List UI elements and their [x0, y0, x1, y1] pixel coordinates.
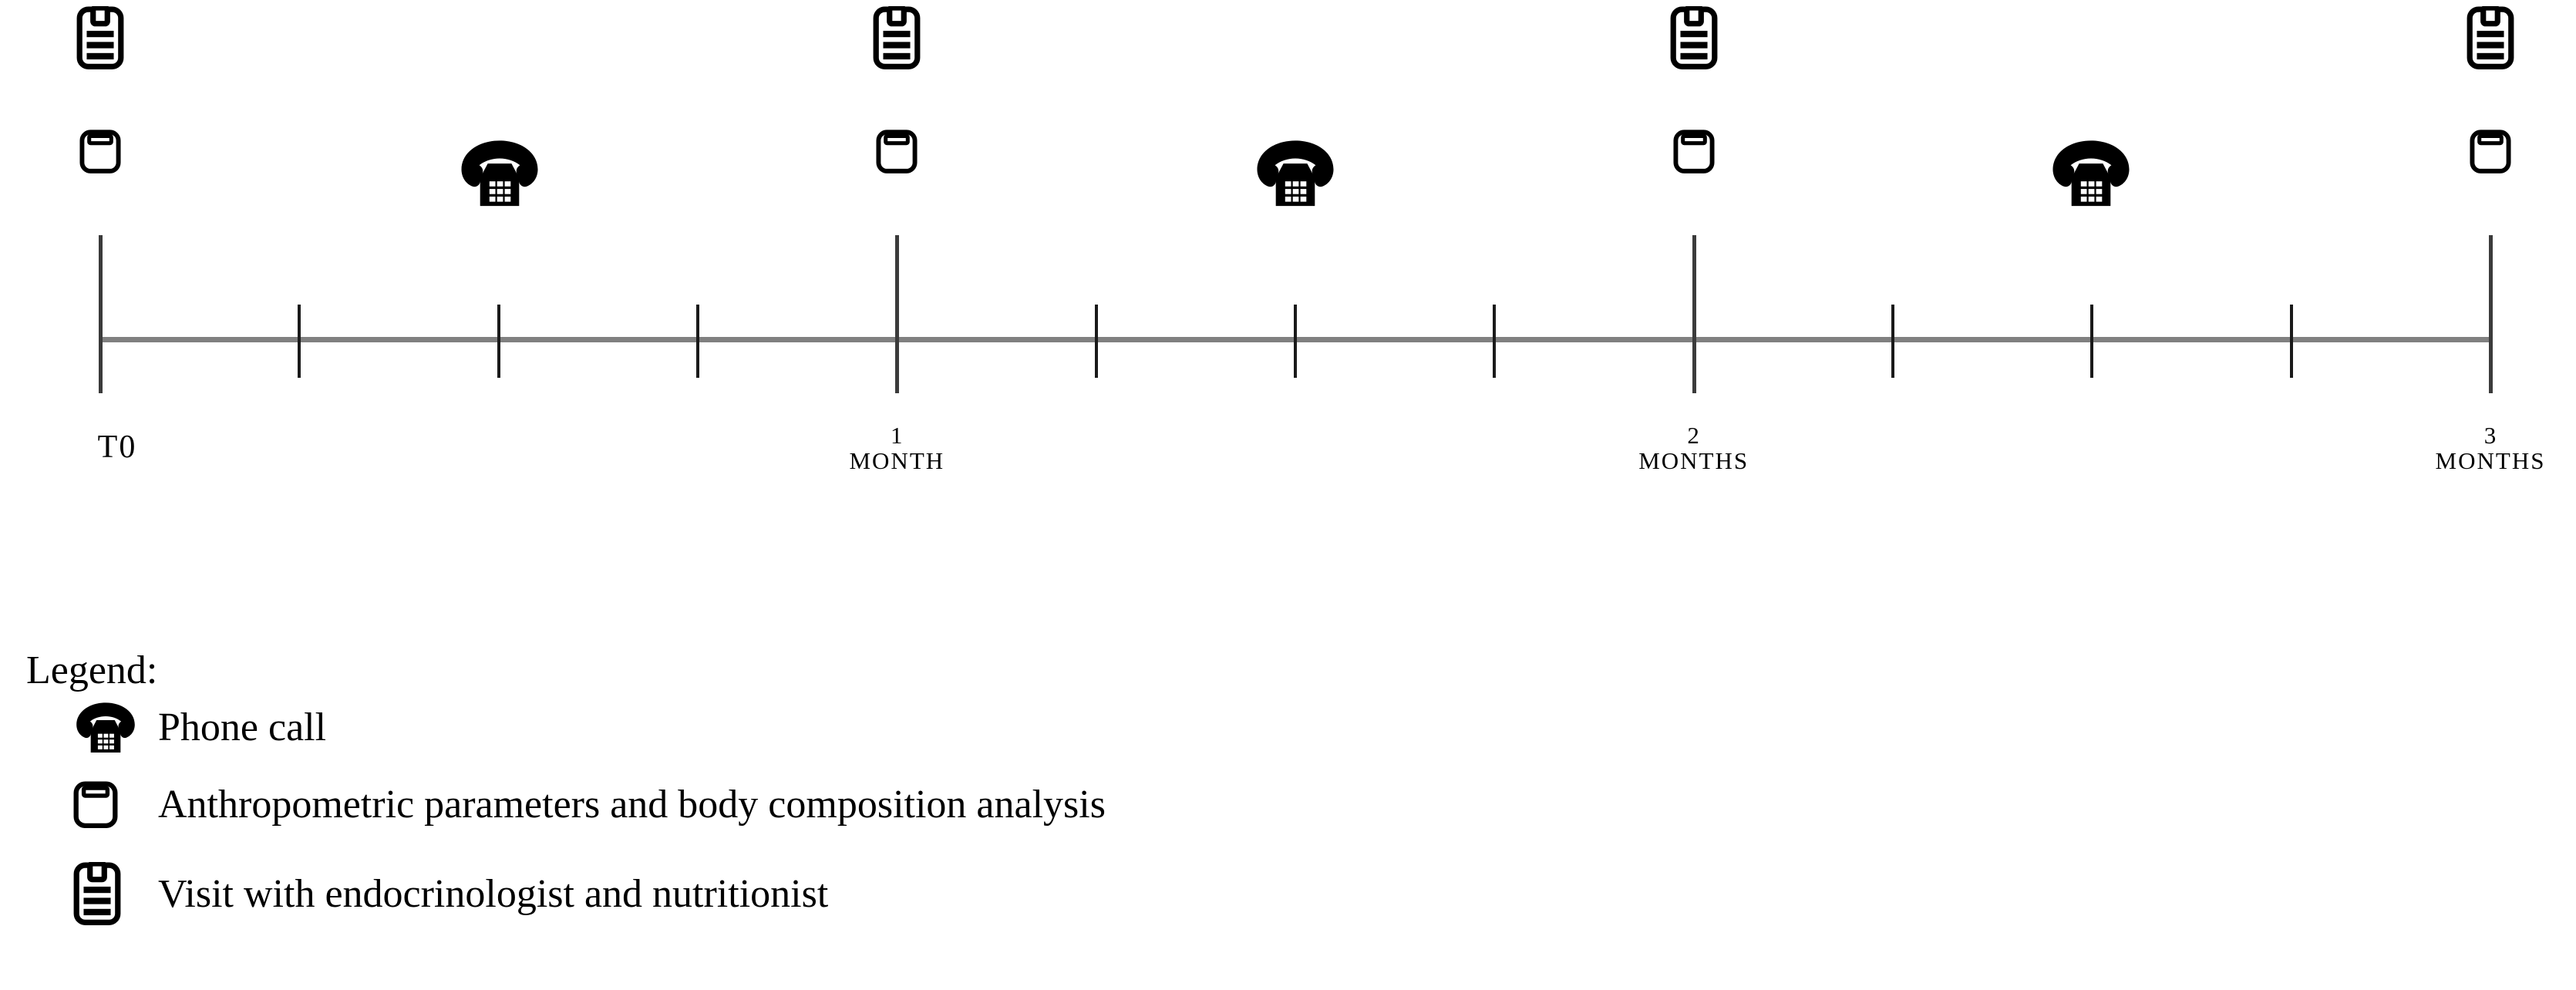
scale-icon: [73, 781, 158, 829]
minor-tick: [2289, 305, 2293, 378]
major-tick-t0: [99, 235, 103, 393]
milestone-number: 1: [891, 422, 904, 449]
minor-tick: [1094, 305, 1098, 378]
visit-icon: [1670, 5, 1718, 73]
milestone-unit: MONTHS: [1638, 447, 1749, 475]
visit-icon: [76, 5, 124, 73]
major-tick-m3: [2489, 235, 2493, 393]
legend-item-phone-call: Phone call: [73, 700, 326, 755]
minor-tick: [1493, 305, 1497, 378]
milestone-number: 3: [2483, 422, 2497, 449]
milestone-unit: MONTHS: [2435, 447, 2546, 475]
minor-tick: [497, 305, 500, 378]
scale-icon: [876, 130, 918, 177]
minor-tick: [2090, 305, 2094, 378]
visit-icon: [2467, 5, 2514, 73]
legend-item-label: Visit with endocrinologist and nutrition…: [158, 871, 829, 916]
milestone-number: 2: [1687, 422, 1700, 449]
minor-tick: [1891, 305, 1894, 378]
minor-tick: [696, 305, 699, 378]
milestone-unit: MONTH: [849, 447, 945, 475]
clipboard-icon: [73, 862, 158, 925]
phone-icon: [1253, 137, 1338, 214]
phone-icon: [457, 137, 542, 214]
scale-icon: [1673, 130, 1715, 177]
major-tick-m2: [1692, 235, 1696, 393]
scale-icon: [2470, 130, 2511, 177]
minor-tick: [298, 305, 301, 378]
scale-icon: [79, 130, 121, 177]
milestone-label-t0: T0: [97, 429, 137, 465]
legend-item-visit: Visit with endocrinologist and nutrition…: [73, 862, 828, 925]
phone-icon: [73, 700, 158, 755]
legend-title: Legend:: [26, 648, 158, 692]
legend-item-label: Anthropometric parameters and body compo…: [158, 783, 1106, 827]
legend-item-anthropometric: Anthropometric parameters and body compo…: [73, 781, 1106, 829]
minor-tick: [1294, 305, 1297, 378]
major-tick-m1: [895, 235, 900, 393]
legend-item-label: Phone call: [158, 705, 327, 750]
phone-icon: [2049, 137, 2133, 214]
visit-icon: [873, 5, 921, 73]
